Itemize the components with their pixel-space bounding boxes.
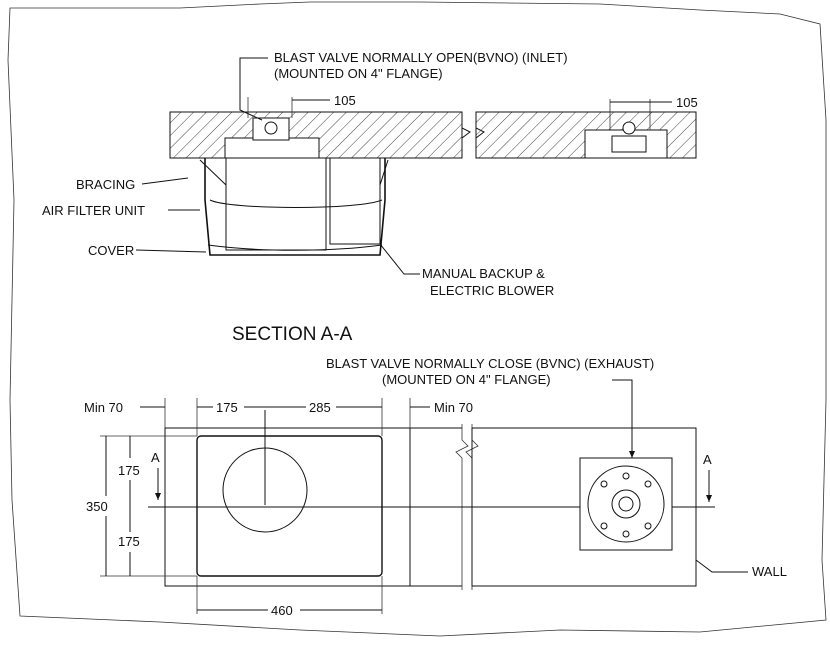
bvno-label-line2: (MOUNTED ON 4" FLANGE) (274, 66, 443, 81)
dim-min70-left: Min 70 (84, 400, 123, 415)
section-mark-right: A (703, 452, 712, 467)
air-filter-unit (204, 158, 386, 256)
cover-label: COVER (88, 243, 134, 258)
blower-label-line1: MANUAL BACKUP & (422, 266, 545, 281)
filter-unit-plan (196, 435, 383, 577)
dim-105-right: 105 (676, 95, 698, 110)
bracing-left (199, 159, 227, 186)
section-mark-left: A (151, 450, 160, 465)
bvno-valve-hub (264, 121, 278, 135)
plan-break-symbol (455, 424, 469, 590)
dim-min70-right: Min 70 (434, 400, 473, 415)
bvno-label-line1: BLAST VALVE NORMALLY OPEN(BVNO) (INLET) (274, 50, 568, 65)
bvnc-valve-body (611, 135, 647, 153)
bolt-hole (600, 522, 608, 530)
bvnc-label-line1: BLAST VALVE NORMALLY CLOSE (BVNC) (EXHAU… (326, 356, 654, 371)
bvnc-valve-hub (622, 121, 636, 135)
slab-break-symbol (461, 112, 471, 158)
cover-curve (209, 199, 383, 208)
bvnc-plate (579, 457, 673, 551)
bolt-hole (622, 530, 630, 538)
bolt-hole (622, 472, 630, 480)
cover-bottom (207, 244, 383, 251)
dim-105-left: 105 (334, 93, 356, 108)
filter-body (225, 157, 327, 251)
dim-285: 285 (309, 400, 331, 415)
bvnc-flange-ring (587, 465, 665, 543)
paper-edge (7, 1, 827, 637)
dim-175-top: 175 (216, 400, 238, 415)
section-title: SECTION A-A (232, 324, 353, 345)
dim-460: 460 (271, 603, 293, 618)
bolt-hole (644, 522, 652, 530)
bvnc-label-line2: (MOUNTED ON 4" FLANGE) (382, 372, 551, 387)
bvno-valve-body (224, 137, 320, 159)
wall-label: WALL (752, 564, 787, 579)
air-filter-label: AIR FILTER UNIT (42, 203, 145, 218)
electric-blower (329, 157, 381, 245)
blower-label-line2: ELECTRIC BLOWER (430, 283, 554, 298)
bracing-label: BRACING (76, 177, 135, 192)
bvnc-hub (611, 489, 641, 519)
section-view: 105 105 BLAST VALVE NORMALLY OPEN(BVNO) … (42, 50, 698, 345)
bolt-hole (644, 480, 652, 488)
bracing-right (379, 159, 389, 186)
dim-350: 350 (86, 499, 108, 514)
dim-175-lower: 175 (118, 534, 140, 549)
bvnc-hub-inner (618, 496, 634, 512)
dim-175-upper: 175 (118, 463, 140, 478)
bolt-hole (600, 480, 608, 488)
plan-view: BLAST VALVE NORMALLY CLOSE (BVNC) (EXHAU… (84, 356, 787, 618)
